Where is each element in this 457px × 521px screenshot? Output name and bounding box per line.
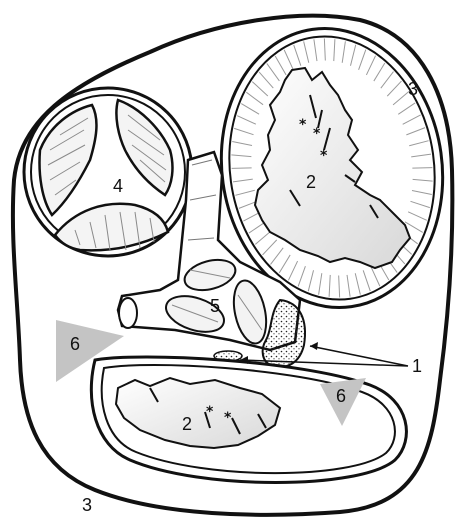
label-1: 1: [412, 356, 422, 376]
label-3-right: 3: [408, 79, 418, 99]
label-2-upper: 2: [306, 172, 316, 192]
label-6-left: 6: [70, 334, 80, 354]
asterisk-lower-2: *: [224, 410, 232, 426]
asterisk-upper-2: *: [313, 126, 321, 142]
label-5: 5: [210, 296, 220, 316]
label-2-lower: 2: [182, 414, 192, 434]
asterisk-lower-1: *: [206, 404, 214, 420]
label-3-bottom: 3: [82, 495, 92, 515]
valve-four: [24, 88, 192, 256]
label-6-right: 6: [336, 386, 346, 406]
asterisk-upper-3: *: [320, 148, 328, 164]
label-4: 4: [113, 176, 123, 196]
asterisk-upper-1: *: [299, 117, 307, 133]
